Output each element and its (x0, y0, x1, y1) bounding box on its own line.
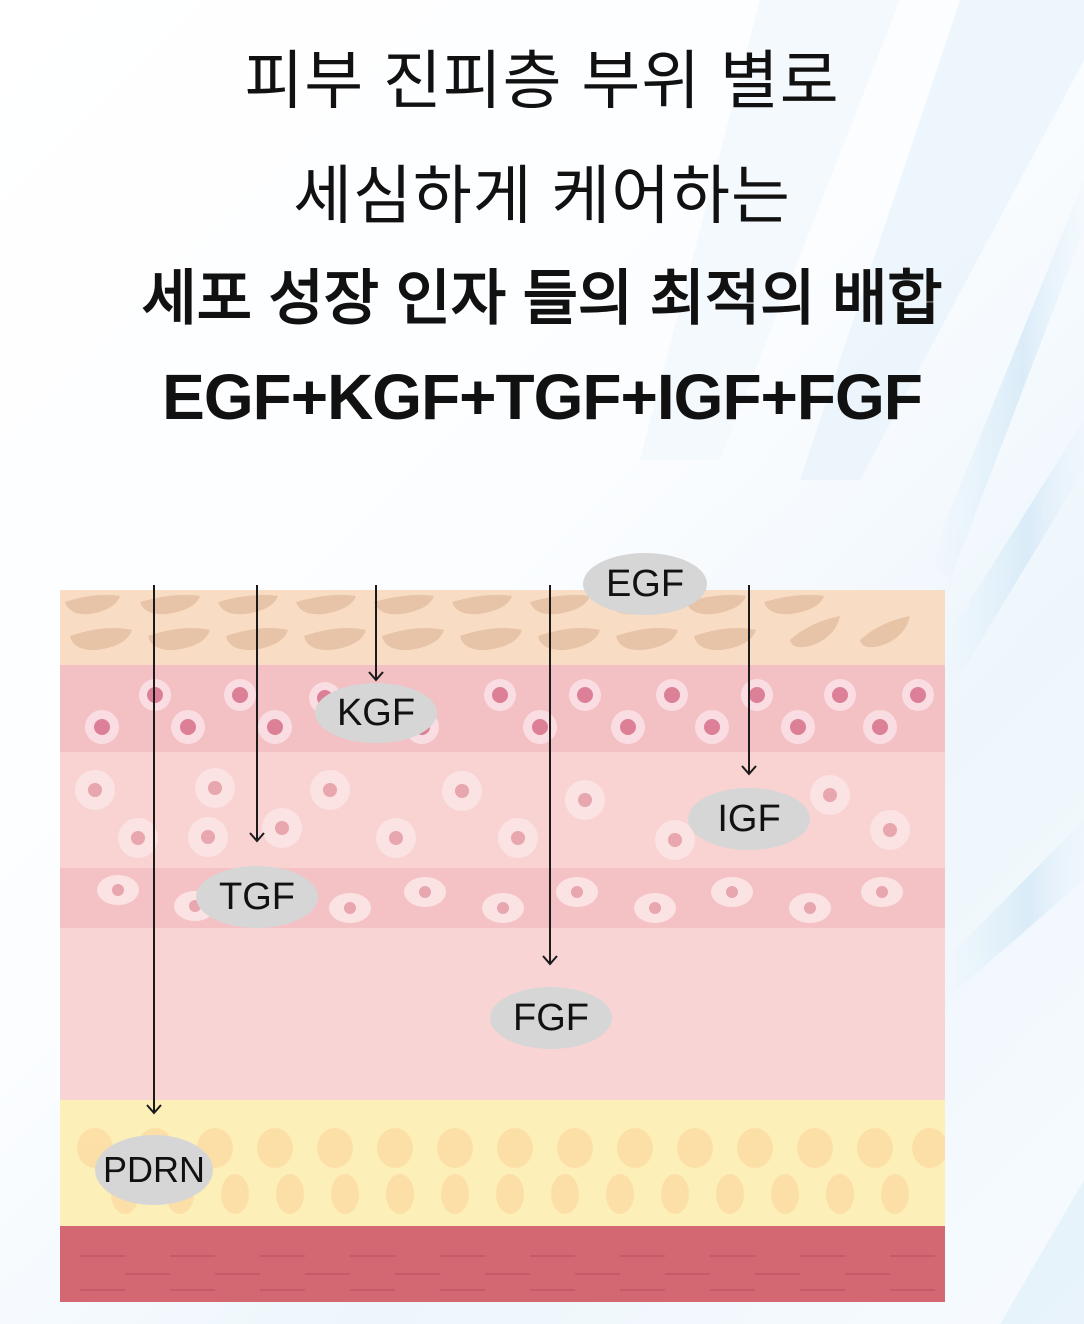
arrow-fgf-icon (542, 585, 558, 966)
arrow-tgf-icon (249, 585, 265, 843)
label-igf: IGF (688, 788, 810, 850)
skin-cells-illustration (65, 594, 945, 1291)
label-tgf: TGF (196, 866, 318, 928)
arrow-pdrn-icon (146, 585, 162, 1115)
label-pdrn: PDRN (95, 1135, 213, 1205)
arrow-igf-icon (741, 585, 757, 776)
heading-line-4-growth-factors: EGF+KGF+TGF+IGF+FGF (162, 361, 923, 433)
heading-line-2: 세심하게 케어하는 (293, 160, 791, 232)
label-egf: EGF (583, 553, 707, 615)
label-kgf: KGF (315, 683, 437, 743)
heading-line-1: 피부 진피층 부위 별로 (244, 45, 840, 117)
skin-layer-diagram (60, 590, 945, 1302)
label-fgf: FGF (490, 987, 612, 1049)
heading-line-3: 세포 성장 인자 들의 최적의 배합 (141, 265, 943, 332)
arrow-kgf-icon (368, 585, 384, 682)
